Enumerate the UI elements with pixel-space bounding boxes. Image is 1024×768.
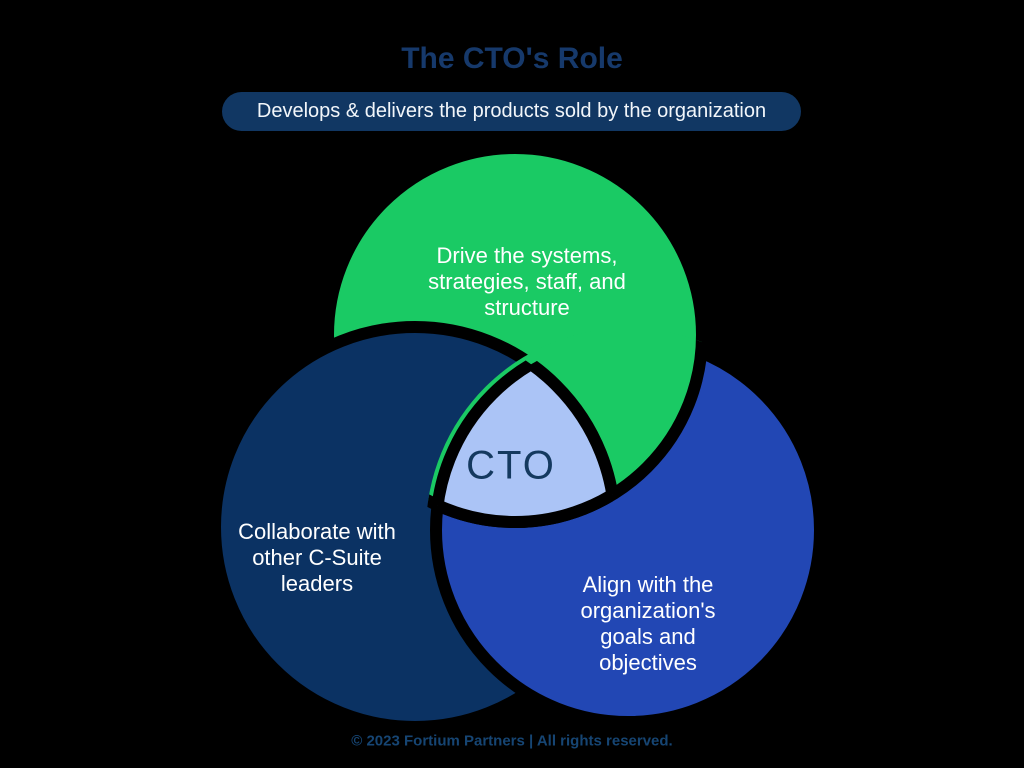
circle-label-right-line3: goals and [600,624,696,649]
circle-label-top-line3: structure [484,295,570,320]
venn-center-clip-green [430,332,615,522]
role-banner: Develops & delivers the products sold by… [222,92,801,131]
circle-label-left-line2: other C-Suite [252,545,382,570]
circle-label-left-line3: leaders [280,571,354,596]
circle-label-right-line2: organization's [580,598,716,623]
venn-center-arc-bottom [436,338,615,528]
venn-center-clip-navy [430,332,615,522]
role-banner-text: Develops & delivers the products sold by… [256,100,767,122]
circle-label-right-line4: objectives [599,650,697,675]
circle-label-left: Collaborate with other C-Suite leaders [238,519,396,597]
circle-label-top-line2: strategies, staff, and [428,269,626,294]
circle-label-top: Drive the systems, strategies, staff, an… [428,243,626,321]
venn-center-label: CTO [466,443,556,488]
circle-label-right-line1: Align with the [582,572,714,597]
page-title: The CTO's Role [401,42,623,75]
venn-center-shape [430,332,615,522]
circle-label-left-line1: Collaborate with [238,519,396,544]
circle-label-top-line1: Drive the systems, [436,243,618,268]
copyright-footer: © 2023 Fortium Partners | All rights res… [351,732,673,750]
circle-label-right: Align with the organization's goals and … [580,572,715,676]
